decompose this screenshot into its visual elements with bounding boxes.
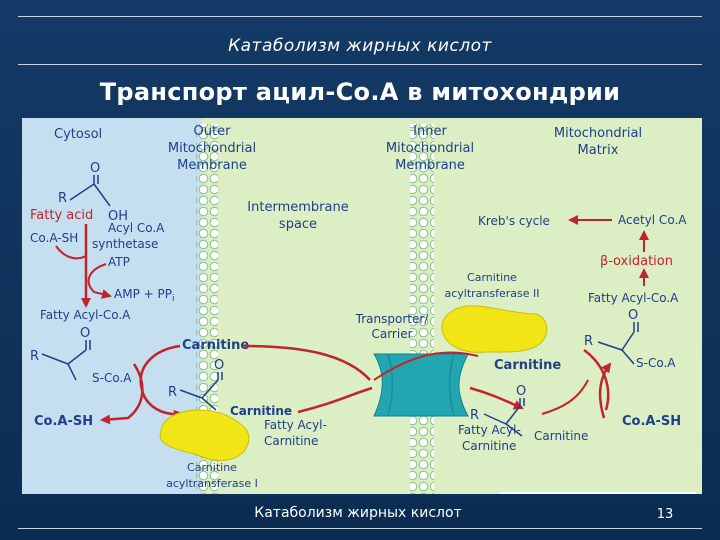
- inner-membrane-bilayer: [410, 124, 434, 494]
- coa-sh-to-acyl-coa-arrow: [598, 362, 612, 419]
- cat2-label-1: Carnitine: [467, 271, 517, 284]
- beta-oxidation-label: β-oxidation: [600, 254, 673, 269]
- atp-label: ATP: [108, 255, 130, 269]
- figure-bottom-strip: [500, 492, 696, 494]
- coa-sh-in-label: Co.A-SH: [30, 231, 78, 245]
- outer-membrane-bilayer: [196, 124, 218, 494]
- outer-membrane-label-1: Outer: [194, 124, 232, 139]
- slide-title: Транспорт ацил-Co.A в митохондрии: [99, 78, 621, 106]
- acyl-coa-synthetase-label-2: synthetase: [92, 237, 158, 251]
- fatty-acyl-carnitine-matrix-label-1: Fatty Acyl-: [458, 423, 521, 437]
- acyl-carnitine-matrix-structure: [483, 398, 525, 437]
- acylcarnitine-to-cat2-arrow: [541, 379, 589, 415]
- acyl-carnitine-outer-structure: [179, 372, 223, 411]
- footer-rule: [18, 528, 702, 529]
- matrix-label-1: Mitochondrial: [554, 126, 642, 141]
- acyl-coa-to-coa-sh-arrow: [100, 363, 144, 425]
- coa-sh-input-arrow: [55, 245, 87, 260]
- page-number: 13: [656, 507, 674, 522]
- fatty-acid-label: Fatty acid: [30, 208, 93, 223]
- coa-sh-cytosol-label: Co.A-SH: [34, 414, 93, 429]
- acyl-coa-o: O: [80, 326, 90, 341]
- atp-to-amp-arrow: [87, 263, 112, 299]
- matrix-label-2: Matrix: [578, 143, 619, 158]
- acyl-coa-s-coa: S-Co.A: [92, 371, 132, 385]
- carnitine-cytosol-label: Carnitine: [182, 338, 249, 353]
- subtitle-rule: [18, 64, 702, 65]
- acyl-coa-structure: [41, 340, 91, 381]
- cat1-label-1: Carnitine: [187, 461, 237, 474]
- fatty-acyl-carnitine-outer-label-2: Carnitine: [264, 434, 318, 448]
- outer-membrane-label-2: Mitochondrial: [168, 141, 256, 156]
- cytosol-label: Cytosol: [54, 127, 102, 142]
- acylcarnitine-import-arrow-inner: [469, 386, 524, 410]
- fatty-acyl-carnitine-matrix-label-2: Carnitine: [462, 439, 516, 453]
- inner-membrane-label-2: Mitochondrial: [386, 141, 474, 156]
- cat2-label-2: acyltransferase II: [444, 287, 539, 300]
- fatty-acid-o: O: [90, 161, 100, 176]
- carnitine-return-arrow-outer: [243, 344, 371, 381]
- cat1-label-2: acyltransferase I: [166, 477, 258, 490]
- fatty-acid-r: R: [58, 191, 67, 206]
- top-rule: [18, 16, 702, 17]
- acyl-carnitine-r: R: [168, 385, 177, 400]
- acylcarnitine-to-acyl-coa-arrow: [583, 348, 610, 411]
- krebs-cycle-label: Kreb's cycle: [478, 214, 550, 228]
- fatty-acid-structure: [69, 175, 111, 207]
- fatty-acyl-coa-cytosol-label: Fatty Acyl-Co.A: [40, 308, 131, 322]
- intermembrane-label-2: space: [279, 217, 317, 232]
- outer-membrane-label-3: Membrane: [177, 158, 247, 173]
- acyl-coa-matrix-r: R: [584, 334, 593, 349]
- acyl-carnitine-matrix-r: R: [470, 408, 479, 423]
- fatty-acid-oh: OH: [108, 209, 128, 224]
- carnitine-acyltransferase-1-enzyme: [159, 409, 250, 461]
- acyl-coa-r: R: [30, 349, 39, 364]
- acyl-carnitine-matrix-o: O: [516, 384, 526, 399]
- transporter-carrier: [373, 353, 469, 417]
- footer-text: Катаболизм жирных кислот: [254, 505, 462, 521]
- transporter-label-2: Carrier: [371, 327, 412, 341]
- coa-sh-matrix-label: Co.A-SH: [622, 414, 681, 429]
- acetyl-coa-label: Acetyl Co.A: [618, 213, 687, 227]
- acyl-coa-synthetase-label-1: Acyl Co.A: [108, 221, 165, 235]
- fatty-acyl-carnitine-outer-label-1: Fatty Acyl-: [264, 418, 327, 432]
- acyl-coa-matrix-structure: [597, 322, 639, 365]
- carnitine-acyltransferase-2-enzyme: [441, 305, 548, 353]
- carnitine-matrix-label: Carnitine: [494, 358, 561, 373]
- acyl-carnitine-carnitine: Carnitine: [230, 404, 292, 418]
- acyl-carnitine-o: O: [214, 358, 224, 373]
- carnitine-shuttle-diagram: Cytosol Outer Mitochondrial Membrane Int…: [22, 118, 702, 494]
- acyl-coa-matrix-s-coa: S-Co.A: [636, 356, 676, 370]
- carnitine-shuttle-figure: Cytosol Outer Mitochondrial Membrane Int…: [22, 118, 702, 494]
- fatty-acyl-coa-matrix-label: Fatty Acyl-Co.A: [588, 291, 679, 305]
- slide-subtitle: Катаболизм жирных кислот: [228, 36, 492, 56]
- intermembrane-label-1: Intermembrane: [247, 200, 348, 215]
- inner-membrane-label-3: Membrane: [395, 158, 465, 173]
- amp-ppi-label: AMP + PPi: [114, 287, 174, 304]
- acylcarnitine-import-arrow-outer: [297, 386, 373, 414]
- carnitine-return-arrow-inner: [373, 351, 479, 381]
- inner-membrane-label-1: Inner: [413, 124, 447, 139]
- transporter-label-1: Transporter/: [355, 312, 430, 326]
- acyl-carnitine-matrix-carnitine: Carnitine: [534, 429, 588, 443]
- acyl-coa-matrix-o: O: [628, 308, 638, 323]
